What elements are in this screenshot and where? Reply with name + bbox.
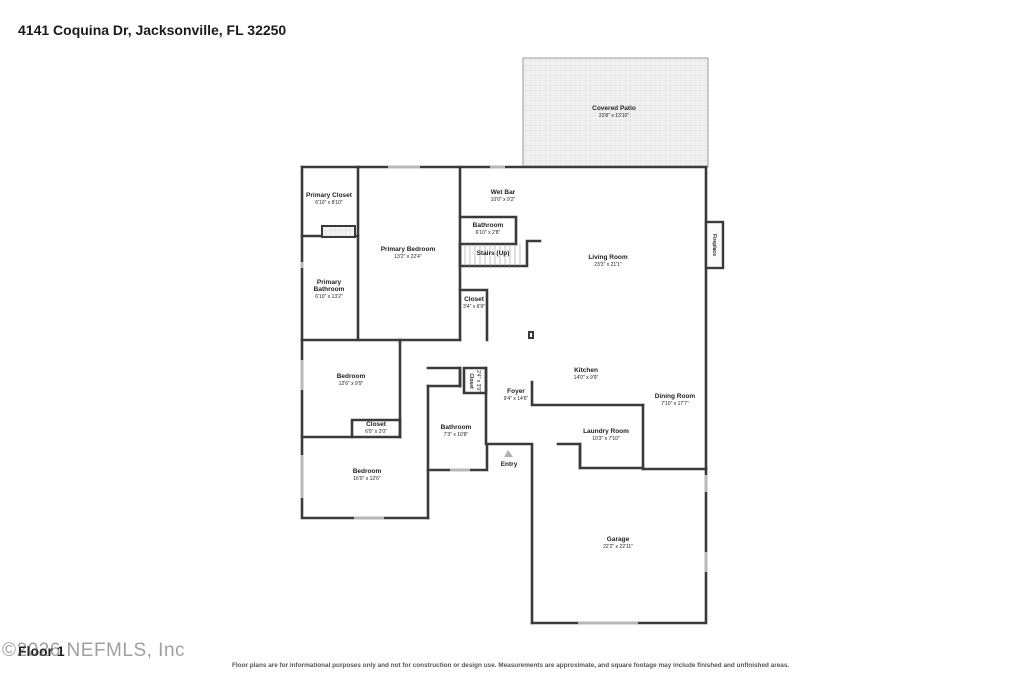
room-dims: 16'0" x 12'6" [353,476,381,482]
room-name: Foyer [507,388,525,395]
floor-label: Floor 1 [18,643,65,659]
room-dims: 6'10" x 2'8" [476,230,501,236]
room-name: Bathroom [314,286,345,293]
fireplace-box [704,220,725,270]
room-dims: 3'4" x 6'9" [463,304,485,310]
room-name: Primary [317,279,342,286]
room-dims: 2'4" x 3'9" [475,370,481,392]
room-name: Wet Bar [491,189,516,196]
room-dims: 6'10" x 8'10" [315,200,343,206]
room-dims: 10'3" x 7'10" [592,436,620,442]
entry-label: Entry [501,461,518,468]
room-name: Closet [464,296,485,303]
room-name: Dining Room [655,393,696,400]
room-dims: 23'8" x 13'10" [599,113,629,119]
room-dims: 7'10" x 17'7" [661,401,689,407]
room-name: Covered Patio [592,105,636,112]
walls [300,165,708,625]
room-dims: 22'2" x 22'11" [603,544,633,550]
watermark: ©2026 NEFMLS, Inc [2,640,186,661]
room-name: Stairs (Up) [477,250,510,257]
room-dims: 7'3" x 10'8" [444,432,469,438]
room-name: Bathroom [473,222,504,229]
room-dims: 6'10" x 13'2" [315,294,343,300]
entry-arrow-icon [504,450,513,457]
covered-patio-area [522,57,709,168]
room-name: Bedroom [353,468,382,475]
room-name: Laundry Room [583,428,629,435]
room-name: Fireplace [711,234,717,256]
room-name: Living Room [588,254,628,261]
room-dims: 6'0" x 2'0" [365,429,387,435]
room-dims: 9'4" x 14'6" [504,396,529,402]
vanity-nook [321,225,356,238]
room-dims: 23'3" x 21'1" [594,262,622,268]
disclaimer-text: Floor plans are for informational purpos… [232,662,790,669]
windows [300,165,708,625]
room-dims: 12'6" x 9'9" [339,381,364,387]
room-name: Kitchen [574,367,598,374]
room-name: Closet [468,373,474,389]
room-dims: 13'2" x 22'4" [394,254,422,260]
room-name: Primary Bedroom [381,246,436,253]
room-name: Bathroom [441,424,472,431]
room-dims: 10'0" x 9'2" [491,197,516,203]
room-name: Closet [366,421,387,428]
room-name: Bedroom [337,373,366,380]
room-name: Garage [607,536,630,543]
room-name: Primary Closet [306,192,353,199]
stair-treads [464,244,521,266]
property-address: 4141 Coquina Dr, Jacksonville, FL 32250 [18,22,287,38]
room-dims: 14'0" x 9'9" [574,375,599,381]
